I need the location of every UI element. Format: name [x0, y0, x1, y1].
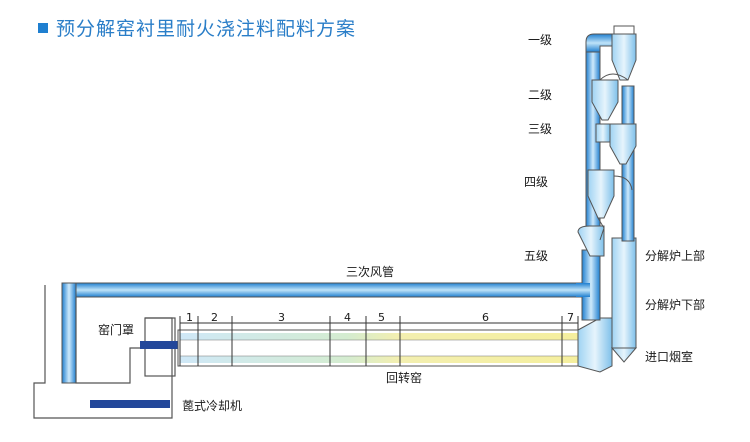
- zone-label-6: 6: [482, 311, 489, 324]
- zone-label-2: 2: [211, 311, 218, 324]
- zone-label-3: 3: [278, 311, 285, 324]
- stage-5-label: 五级: [524, 249, 548, 263]
- riser-duct: [576, 249, 601, 321]
- inlet-chamber-label: 进口烟室: [645, 349, 693, 364]
- kiln-hood-bar: [140, 341, 180, 349]
- inlet-chamber: [577, 317, 613, 373]
- calciner-upper-label: 分解炉上部: [645, 248, 705, 263]
- tertiary-air-duct-label: 三次风管: [346, 264, 394, 279]
- calciner: [610, 237, 638, 363]
- calciner-lower-label: 分解炉下部: [645, 297, 705, 312]
- rotary-kiln: [177, 329, 581, 367]
- zone-label-7: 7: [567, 311, 574, 324]
- preheater-tower: [577, 25, 637, 257]
- rotary-kiln-label: 回转窑: [386, 370, 422, 385]
- stage-4-label: 四级: [524, 175, 548, 189]
- grate-cooler-structure: [33, 285, 176, 419]
- zone-label-4: 4: [344, 311, 351, 324]
- zone-label-1: 1: [186, 311, 193, 324]
- stage-1-label: 一级: [528, 33, 552, 47]
- tertiary-air-duct: [61, 282, 591, 384]
- stage-2-label: 二级: [528, 88, 552, 102]
- page-title: 预分解窑衬里耐火浇注料配料方案: [56, 18, 357, 40]
- grate-cooler-bar: [90, 400, 170, 408]
- zone-label-5: 5: [378, 311, 385, 324]
- title-bar: 预分解窑衬里耐火浇注料配料方案: [38, 14, 356, 41]
- grate-cooler-label: 蓖式冷却机: [182, 399, 242, 413]
- title-bullet-icon: [38, 22, 48, 33]
- kiln-hood-label: 窑门罩: [98, 322, 134, 337]
- stage-3-label: 三级: [528, 122, 552, 136]
